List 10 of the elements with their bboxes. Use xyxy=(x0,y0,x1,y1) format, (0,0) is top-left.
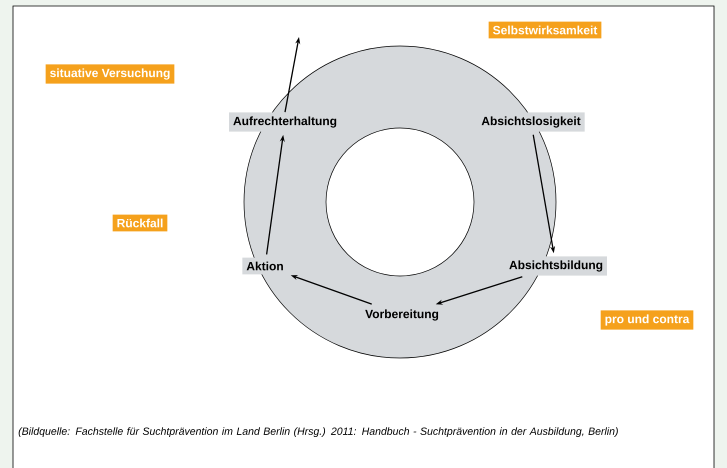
factor-label: situative Versuchung xyxy=(46,64,174,84)
factor-label: Rückfall xyxy=(112,214,168,232)
stage-label: Absichtsbildung xyxy=(505,256,607,276)
stage-label: Aufrechterhaltung xyxy=(229,112,341,132)
stage-label: Absichtslosigkeit xyxy=(477,112,585,132)
stage-label: Aktion xyxy=(242,258,288,274)
factor-label: Selbstwirksamkeit xyxy=(488,22,602,38)
stage-label: Vorbereitung xyxy=(361,305,443,325)
factor-label: pro und contra xyxy=(600,310,694,330)
caption: (Bildquelle: Fachstelle für Suchtprävention im Land Berlin (Hrsg.) 2011: Handbuch - Suchtprävention in der Ausbildung, Berlin) xyxy=(18,427,618,437)
